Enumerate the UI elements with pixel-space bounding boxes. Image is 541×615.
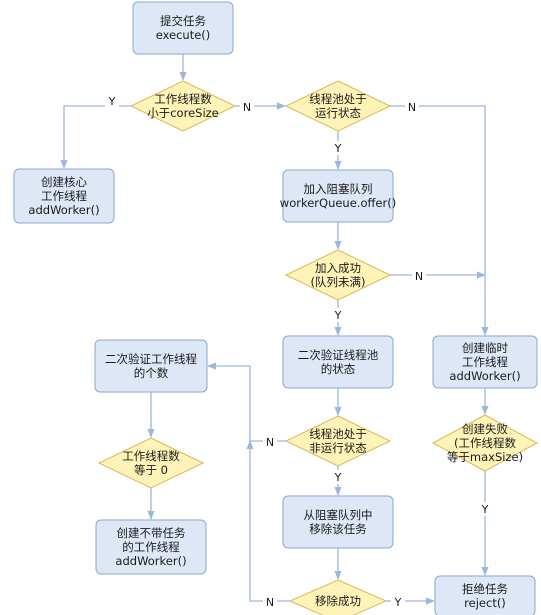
process-box — [434, 575, 536, 615]
node-text-line: 线程池处于 — [309, 92, 367, 106]
edge-notrun-yes-label-bg — [331, 470, 345, 484]
node-enqueue-ok: 加入成功(队列未满) — [284, 249, 392, 301]
edge-notrun-no-label-bg — [263, 435, 277, 449]
node-remove-ok: 移除成功 — [288, 579, 388, 615]
node-text-line: 创建失败 — [462, 422, 508, 436]
decision-diamond — [288, 579, 388, 615]
node-text-line: (工作线程数 — [454, 436, 516, 450]
edge-core-yes-label-bg — [105, 94, 119, 108]
process-box — [94, 339, 208, 393]
decision-diamond — [129, 80, 237, 132]
node-text-line: 加入阻塞队列 — [304, 182, 373, 196]
edge-enqueue-no-label-bg — [412, 269, 426, 283]
node-text-line: execute() — [156, 28, 211, 42]
edge-running-yes-label-bg — [331, 141, 345, 155]
edge-remove-yes-label: Y — [394, 596, 402, 609]
process-box — [132, 1, 234, 55]
decision-diamond — [431, 414, 539, 472]
edge-core-no-label-bg — [240, 100, 254, 114]
node-text-line: 工作线程数 — [154, 92, 212, 106]
edge-enqueue-no-label: N — [415, 270, 423, 283]
node-text-line: 二次验证线程池 — [298, 348, 379, 362]
node-text-line: (队列未满) — [311, 275, 366, 289]
node-text-line: 移除成功 — [315, 594, 361, 608]
process-box — [282, 495, 394, 549]
node-text-line: 工作线程 — [41, 189, 87, 203]
process-box — [95, 519, 207, 575]
node-text-line: 二次验证工作线程 — [105, 352, 197, 366]
edge-running-no-label-bg — [405, 100, 419, 114]
decision-diamond — [284, 249, 392, 301]
decision-diamond — [284, 415, 392, 467]
node-text-line: 工作线程数 — [122, 449, 180, 463]
node-text-line: 提交任务 — [160, 14, 206, 28]
edge-running-no — [390, 105, 489, 336]
edge-core-yes-label: Y — [108, 95, 116, 108]
process-box — [282, 335, 394, 389]
node-text-line: 运行状态 — [315, 106, 361, 120]
edge-notrun-no-label: N — [266, 436, 274, 449]
decision-diamond — [97, 437, 205, 489]
edge-fail-yes-label-bg — [478, 502, 492, 516]
node-text-line: 加入成功 — [315, 261, 361, 275]
decision-diamond — [284, 80, 392, 132]
edge-enqueue-yes-label: Y — [334, 309, 342, 322]
node-text-line: workerQueue.offer() — [280, 196, 396, 210]
edge-remove-no-label: N — [266, 596, 274, 609]
edge-running-no-label: N — [408, 101, 416, 114]
node-text-line: 创建临时 — [462, 341, 508, 355]
node-text-line: 创建不带任务 — [117, 526, 186, 540]
node-text-line: 的个数 — [134, 366, 169, 380]
node-text-line: 的状态 — [321, 362, 356, 376]
edge-remove-no-label-bg — [263, 595, 277, 609]
edge-core-yes — [60, 105, 131, 169]
node-text-line: 拒绝任务 — [462, 582, 508, 596]
node-text-line: reject() — [464, 596, 506, 610]
node-text-line: addWorker() — [115, 554, 186, 568]
node-text-line: 小于coreSize — [147, 106, 219, 120]
node-text-line: 创建核心 — [41, 175, 87, 189]
process-box — [432, 335, 538, 389]
node-text-line: 等于maxSize) — [447, 450, 523, 464]
edge-fail-yes-label: Y — [481, 503, 489, 516]
node-text-line: 从阻塞队列中 — [304, 508, 373, 522]
process-box — [13, 168, 115, 224]
edge-notrun-no — [207, 362, 286, 442]
node-text-line: addWorker() — [28, 203, 99, 217]
edge-enqueue-yes-label-bg — [331, 308, 345, 322]
node-text-line: 非运行状态 — [309, 441, 367, 455]
process-box — [282, 169, 394, 223]
node-text-line: 的工作线程 — [122, 540, 180, 554]
edge-core-no-label: N — [243, 101, 251, 114]
edge-notrun-yes-label: Y — [334, 471, 342, 484]
edge-remove-yes-label-bg — [391, 595, 405, 609]
node-text-line: 线程池处于 — [309, 427, 367, 441]
edge-running-yes-label: Y — [334, 142, 342, 155]
node-text-line: 移除该任务 — [309, 522, 367, 536]
node-text-line: 工作线程 — [462, 355, 508, 369]
node-text-line: 等于 0 — [134, 463, 168, 477]
node-text-line: addWorker() — [449, 369, 520, 383]
